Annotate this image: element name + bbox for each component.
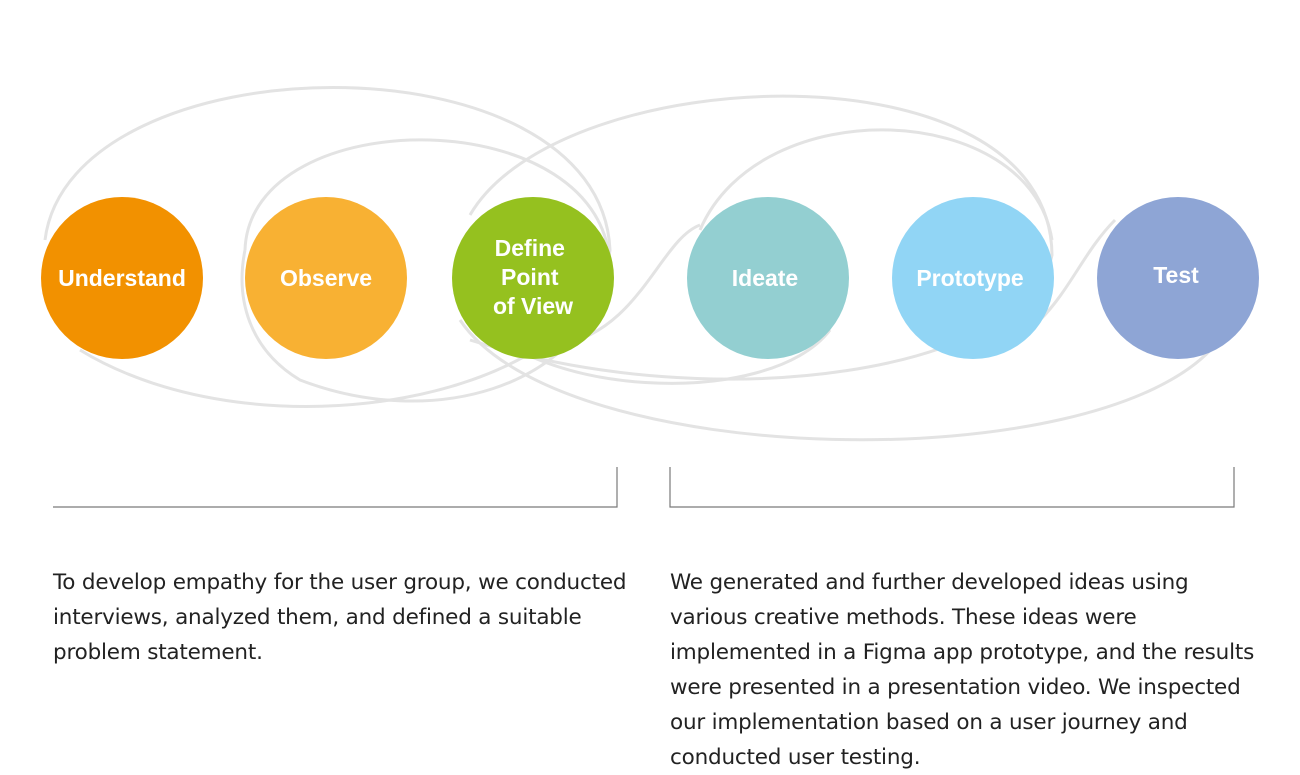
design-thinking-diagram: Understand Observe Define Point of View … [41, 86, 1259, 508]
stage-prototype-circle [892, 197, 1054, 359]
stage-prototype-label: Prototype [916, 265, 1023, 291]
stage-labels: Understand Observe Define Point of View … [58, 235, 1199, 319]
stage-ideate-label: Ideate [732, 265, 798, 291]
stage-test-label: Test [1153, 262, 1199, 288]
stage-define-label: Define Point of View [493, 235, 573, 319]
stage-test-circle [1097, 197, 1259, 359]
bracket-right [669, 467, 1235, 508]
loop-prototype-to-test [1038, 218, 1117, 322]
loop-define-to-test [458, 319, 1217, 442]
stage-observe-label: Observe [280, 265, 372, 291]
bracket-left [53, 467, 618, 508]
stage-ideate-circle [687, 197, 849, 359]
description-left: To develop empathy for the user group, w… [53, 570, 627, 665]
stage-circles [41, 197, 1259, 359]
loop-ideate-to-prototype [698, 128, 1054, 241]
stage-understand-label: Understand [58, 265, 186, 291]
loop-understand-to-define [43, 86, 612, 408]
stage-define-circle [452, 197, 614, 359]
description-right: We generated and further developed ideas… [670, 570, 1255, 770]
stage-observe-circle [245, 197, 407, 359]
stage-understand-circle [41, 197, 203, 359]
